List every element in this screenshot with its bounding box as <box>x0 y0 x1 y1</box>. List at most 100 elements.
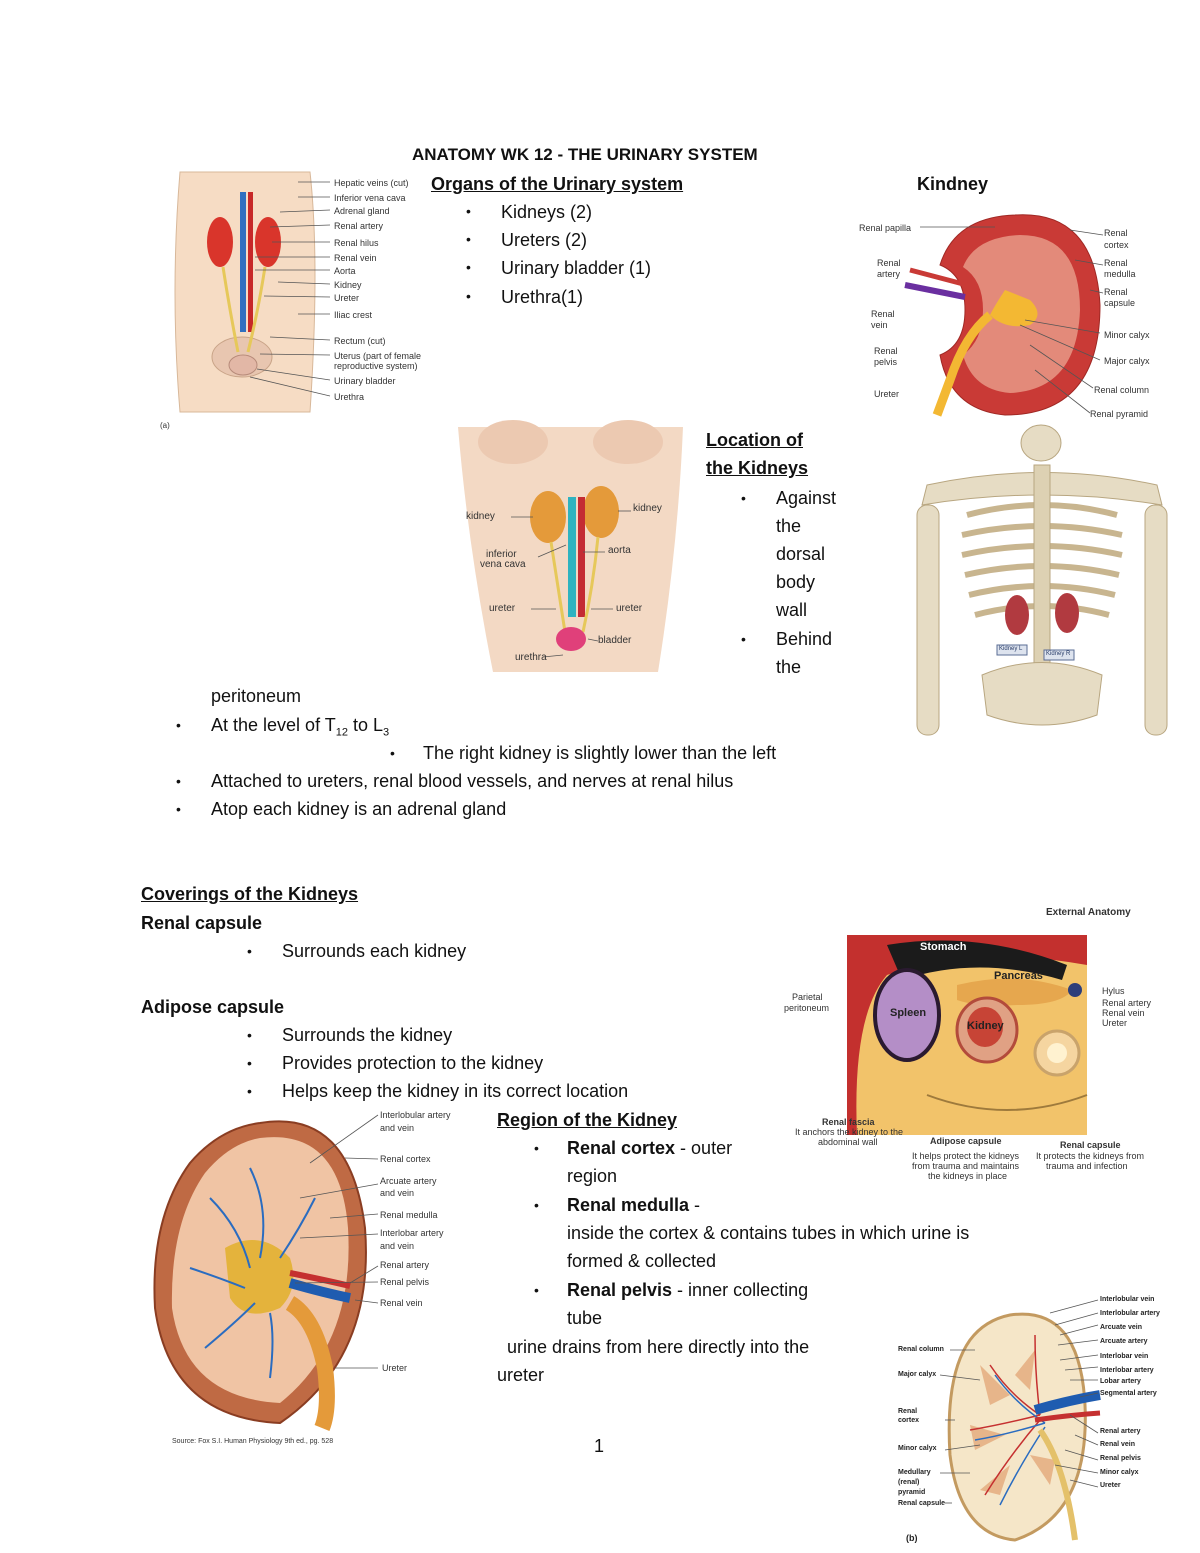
figure-label: Kidney <box>334 280 362 290</box>
figure-label: Interlobular vein <box>1100 1296 1155 1303</box>
figure-label: Renal hilus <box>334 238 379 248</box>
figure-label: vena cava <box>480 559 526 570</box>
figure-label: Kidney <box>967 1020 1004 1032</box>
figure-label: Major calyx <box>898 1371 937 1378</box>
region-item-cortex-cont: region <box>567 1166 618 1186</box>
location-item: Atop each kidney is an adrenal gland <box>211 799 507 819</box>
region-term: Renal cortex <box>567 1138 676 1158</box>
figure-label: Renal pelvis <box>380 1277 430 1287</box>
figure-label: ureter <box>489 603 516 614</box>
location-word: wall <box>776 600 808 620</box>
location-word: the <box>776 516 802 536</box>
figure-label: and vein <box>380 1123 415 1133</box>
figure-label: Renal artery <box>1102 998 1152 1008</box>
location-heading-line1: Location of <box>706 430 803 450</box>
coverings-heading: Coverings of the Kidneys <box>141 884 359 904</box>
figure-label: artery <box>877 269 901 279</box>
bullet: • <box>247 1027 252 1043</box>
figure-title: External Anatomy <box>1046 907 1131 918</box>
figure-label: Iliac crest <box>334 310 373 320</box>
bullet: • <box>176 717 181 733</box>
figure-label: It helps protect the kidneys <box>912 1151 1020 1161</box>
figure-label: (renal) <box>898 1479 920 1486</box>
figure-label: Renal <box>898 1408 918 1415</box>
region-heading: Region of the Kidney <box>497 1110 677 1130</box>
figure-label: Parietal <box>792 992 823 1002</box>
figure-label: Renal <box>1104 287 1128 297</box>
figure-label: Renal column <box>898 1346 944 1353</box>
bullet: • <box>247 1055 252 1071</box>
figure-label: It protects the kidneys from <box>1036 1151 1145 1161</box>
bullet: • <box>247 1083 252 1099</box>
location-continued: peritoneum <box>211 686 302 706</box>
figure-label: cortex <box>1104 240 1129 250</box>
figure-label: Kidney R <box>1046 651 1071 657</box>
bullet: • <box>534 1282 539 1298</box>
figure-label: abdominal wall <box>818 1137 878 1147</box>
list-item: Urethra(1) <box>501 287 584 307</box>
kidney-vessels-illustration <box>153 1114 379 1431</box>
figure-label: Renal artery <box>334 221 384 231</box>
adipose-capsule-heading: Adipose capsule <box>141 997 285 1017</box>
bullet: • <box>176 773 181 789</box>
location-word: Against <box>776 488 837 508</box>
figure-label: capsule <box>1104 298 1136 308</box>
figure-label: Stomach <box>920 941 967 953</box>
kidney-heading: Kindney <box>917 174 989 194</box>
list-item: Surrounds each kidney <box>282 941 467 961</box>
figure-label: Pancreas <box>994 970 1043 982</box>
renal-capsule-heading: Renal capsule <box>141 913 263 933</box>
figure-label: Lobar artery <box>1100 1378 1141 1385</box>
region-item-pelvis: Renal pelvis - inner collecting <box>567 1276 808 1304</box>
figure-label: kidney <box>466 511 495 522</box>
bullet: • <box>534 1197 539 1213</box>
bullet: • <box>466 203 471 219</box>
figure-label: Renal medulla <box>380 1210 438 1220</box>
location-word: the <box>776 657 802 677</box>
urinary-torso-illustration: (a) <box>160 171 331 430</box>
figure-label: Renal cortex <box>380 1154 431 1164</box>
figure-label: Renal <box>1104 228 1128 238</box>
figure-label: vein <box>871 320 888 330</box>
region-item-medulla: Renal medulla - <box>567 1191 700 1219</box>
level-text: to L <box>347 715 384 735</box>
bullet: • <box>176 801 181 817</box>
figure-label: Arcuate artery <box>380 1176 437 1186</box>
figure-label: Ureter <box>874 389 900 399</box>
figure-label: Arcuate vein <box>1100 1324 1143 1331</box>
region-desc: - outer <box>675 1138 733 1158</box>
figure-label: and vein <box>380 1241 415 1251</box>
figure-label: Renal <box>871 309 895 319</box>
figure-label: kidney <box>633 503 662 514</box>
figure-label: Renal <box>1104 258 1128 268</box>
kidney-vasculature-illustration <box>939 1299 1101 1542</box>
page-number: 1 <box>594 1436 605 1456</box>
figure-label: It anchors the kidney to the <box>795 1127 904 1137</box>
figure-label: reproductive system) <box>334 361 418 371</box>
cross-section-illustration <box>847 935 1088 1135</box>
figure-label: Ureter <box>1100 1482 1121 1489</box>
figure-label: Interlobar artery <box>380 1228 444 1238</box>
figure-tag: (b) <box>906 1533 918 1543</box>
location-heading-line2: the Kidneys <box>706 458 809 478</box>
region-item-cortex: Renal cortex - outer <box>567 1134 732 1162</box>
body-front-illustration <box>458 420 683 672</box>
figure-label: Renal pelvis <box>1100 1455 1141 1462</box>
figure-label: the kidneys in place <box>928 1171 1008 1181</box>
figure-tag: (a) <box>160 421 170 430</box>
figure-label: trauma and infection <box>1046 1161 1128 1171</box>
figure-label: Renal vein <box>1102 1008 1145 1018</box>
bullet: • <box>466 259 471 275</box>
location-word: Behind <box>776 629 833 649</box>
figure-label: Renal column <box>1094 385 1150 395</box>
kidney-section-illustration <box>904 214 1104 417</box>
figure-label: cortex <box>898 1417 920 1424</box>
figure-label: Renal capsule <box>898 1500 946 1507</box>
figure-label: Ureter <box>334 293 360 303</box>
bullet: • <box>466 288 471 304</box>
figure-label: Minor calyx <box>1100 1469 1139 1476</box>
figure-label: Urinary bladder <box>334 376 396 386</box>
figure-label: Major calyx <box>1104 356 1150 366</box>
figure-label: Minor calyx <box>898 1445 937 1452</box>
list-item: Urinary bladder (1) <box>501 258 652 278</box>
